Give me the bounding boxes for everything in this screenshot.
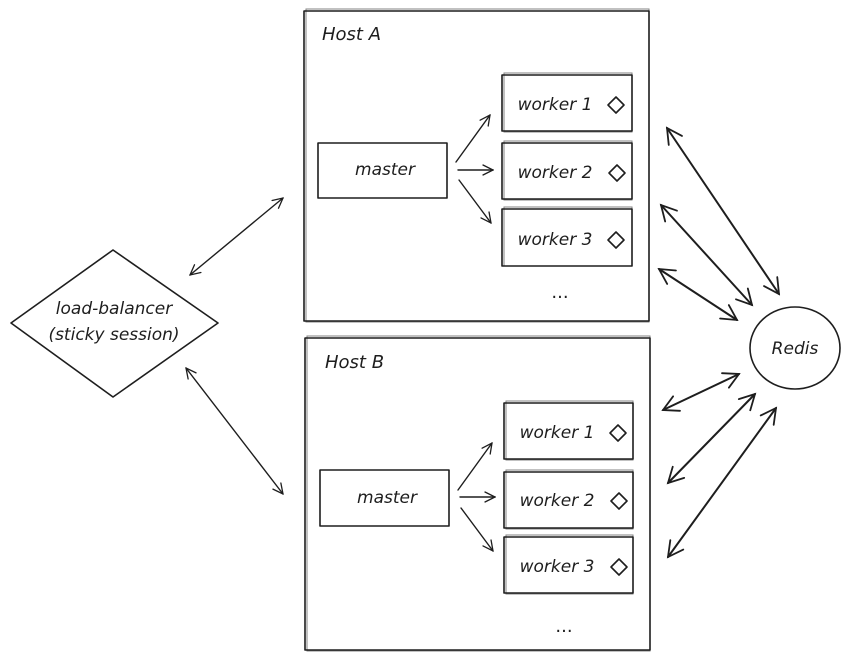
host-b-worker-3: worker 3 — [503, 534, 634, 595]
host-b-worker-1-label: worker 1 — [520, 423, 595, 443]
host-b-worker-2-label: worker 2 — [520, 491, 595, 511]
lb-host-b-connection — [186, 368, 283, 494]
host-a-worker-2: worker 2 — [501, 140, 633, 201]
host-a-master-box — [317, 142, 448, 199]
redis-label: Redis — [772, 339, 819, 359]
host-b-worker-2: worker 2 — [503, 469, 634, 530]
diamond-icon — [607, 231, 625, 249]
diamond-icon — [609, 424, 627, 442]
host-a: Host A master worker 1 worker 2 worker 3… — [303, 8, 650, 323]
load-balancer-node: load-balancer (sticky session) — [10, 249, 219, 398]
host-a-worker-3-label: worker 3 — [518, 230, 593, 250]
host-b-worker-3-label: worker 3 — [520, 557, 595, 577]
host-a-worker-3-redis-connection — [657, 267, 739, 322]
host-b-more-workers: ... — [555, 616, 572, 637]
host-b-master-box — [319, 469, 450, 527]
host-b-title: Host B — [325, 352, 384, 373]
host-b-worker-1: worker 1 — [503, 400, 634, 461]
host-b-worker-3-redis-connection — [666, 406, 778, 559]
load-balancer-label: load-balancer — [56, 299, 173, 319]
host-b-worker-1-redis-connection — [661, 372, 741, 412]
host-a-worker-1-label: worker 1 — [518, 95, 593, 115]
host-a-worker-3: worker 3 — [501, 206, 633, 267]
redis-circle — [749, 306, 841, 390]
diamond-icon — [608, 164, 626, 182]
load-balancer-diamond — [10, 249, 219, 398]
host-a-worker-2-redis-connection — [659, 203, 754, 307]
redis-node: Redis — [749, 306, 841, 390]
host-a-worker-1-redis-connection — [665, 126, 781, 296]
host-b: Host B master worker 1 worker 2 worker 3… — [304, 335, 651, 652]
host-a-spawn-arrow-3 — [458, 179, 491, 223]
host-b-worker-2-redis-connection — [666, 392, 757, 485]
host-a-master-label: master — [355, 160, 416, 180]
host-b-spawn-arrow-1 — [457, 443, 492, 491]
diamond-icon — [610, 558, 628, 576]
diamond-icon — [610, 492, 628, 510]
diamond-icon — [607, 96, 625, 114]
host-a-worker-1: worker 1 — [501, 72, 633, 133]
host-b-master-label: master — [357, 488, 418, 508]
lb-host-a-connection — [190, 198, 283, 275]
host-b-spawn-arrow-3 — [460, 507, 493, 551]
host-a-more-workers: ... — [551, 282, 568, 303]
host-a-spawn-arrow-1 — [455, 115, 490, 163]
load-balancer-sublabel: (sticky session) — [48, 325, 179, 345]
host-a-worker-2-label: worker 2 — [518, 163, 593, 183]
host-a-title: Host A — [322, 24, 381, 45]
